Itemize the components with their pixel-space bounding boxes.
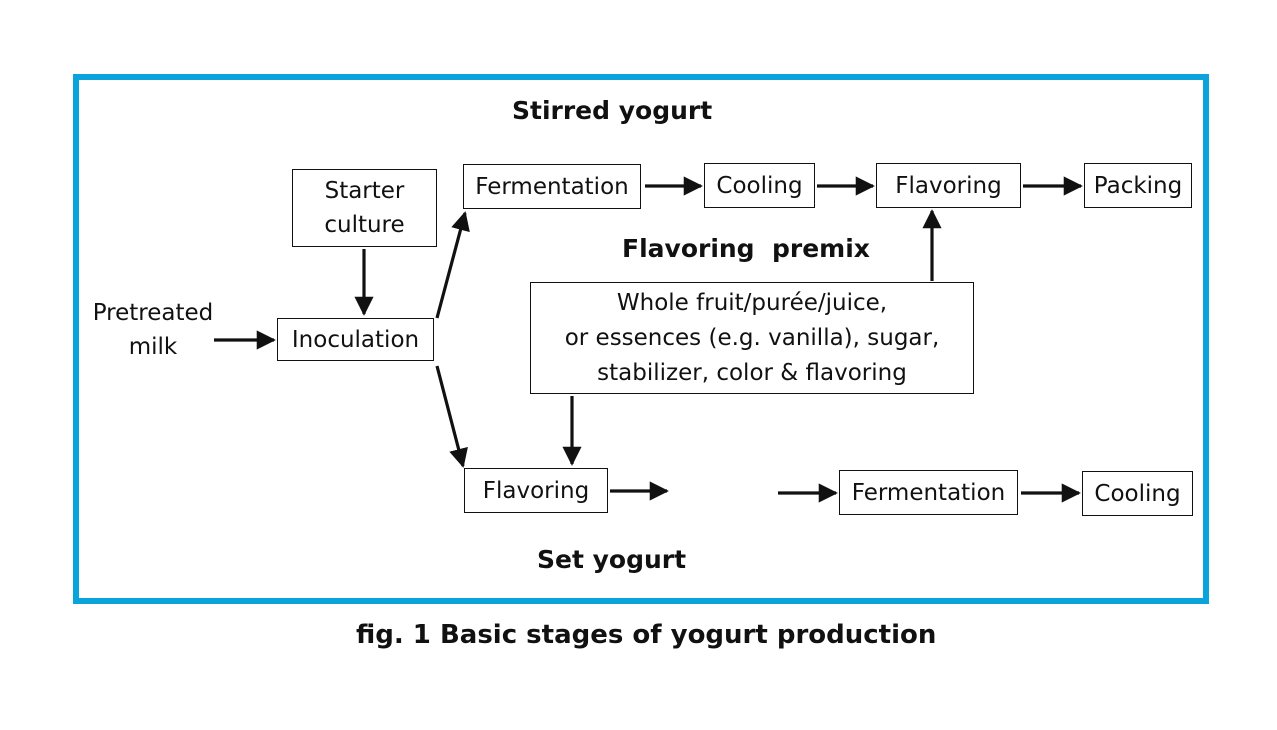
fermentation-top-label: Fermentation [475, 173, 629, 200]
flavoring-premix-heading: Flavoring premix [622, 234, 870, 263]
premix-line-2: or essences (e.g. vanilla), sugar, [564, 324, 940, 351]
inoculation-box: Inoculation [277, 318, 434, 361]
premix-line-3: stabilizer, color & flavoring [597, 359, 907, 386]
starter-culture-line-1: Starter [324, 178, 405, 204]
cooling-top-box: Cooling [704, 163, 815, 208]
stirred-yogurt-heading: Stirred yogurt [512, 96, 713, 125]
arrow-inoculation-to-fermentation-top [435, 211, 470, 319]
flavoring-bottom-label: Flavoring [482, 477, 590, 504]
premix-line-1: Whole fruit/purée/juice, [616, 289, 888, 316]
flavoring-top-box: Flavoring [876, 163, 1021, 208]
fermentation-bottom-box: Fermentation [839, 470, 1018, 515]
pretreated-milk-label: Pretreated milk [88, 296, 218, 364]
starter-culture-box: Starter culture [292, 169, 437, 247]
arrow-inoculation-to-flavoring-bottom [435, 365, 468, 468]
diagram-frame [73, 74, 1209, 604]
pretreated-milk-line-2: milk [128, 334, 178, 360]
inoculation-label: Inoculation [291, 326, 420, 353]
packing-label: Packing [1093, 172, 1183, 199]
premix-box: Whole fruit/purée/juice, or essences (e.… [530, 282, 974, 394]
cooling-top-label: Cooling [716, 172, 803, 199]
cooling-bottom-label: Cooling [1094, 480, 1181, 507]
fermentation-bottom-label: Fermentation [851, 479, 1006, 506]
fermentation-top-box: Fermentation [463, 164, 641, 209]
pretreated-milk-line-1: Pretreated [92, 300, 214, 326]
starter-culture-line-2: culture [324, 212, 405, 238]
packing-box: Packing [1084, 163, 1192, 208]
cooling-bottom-box: Cooling [1082, 471, 1193, 516]
set-yogurt-heading: Set yogurt [537, 545, 687, 574]
flavoring-bottom-box: Flavoring [464, 468, 608, 513]
flavoring-top-label: Flavoring [895, 172, 1002, 199]
figure-caption: fig. 1 Basic stages of yogurt production [356, 620, 937, 650]
